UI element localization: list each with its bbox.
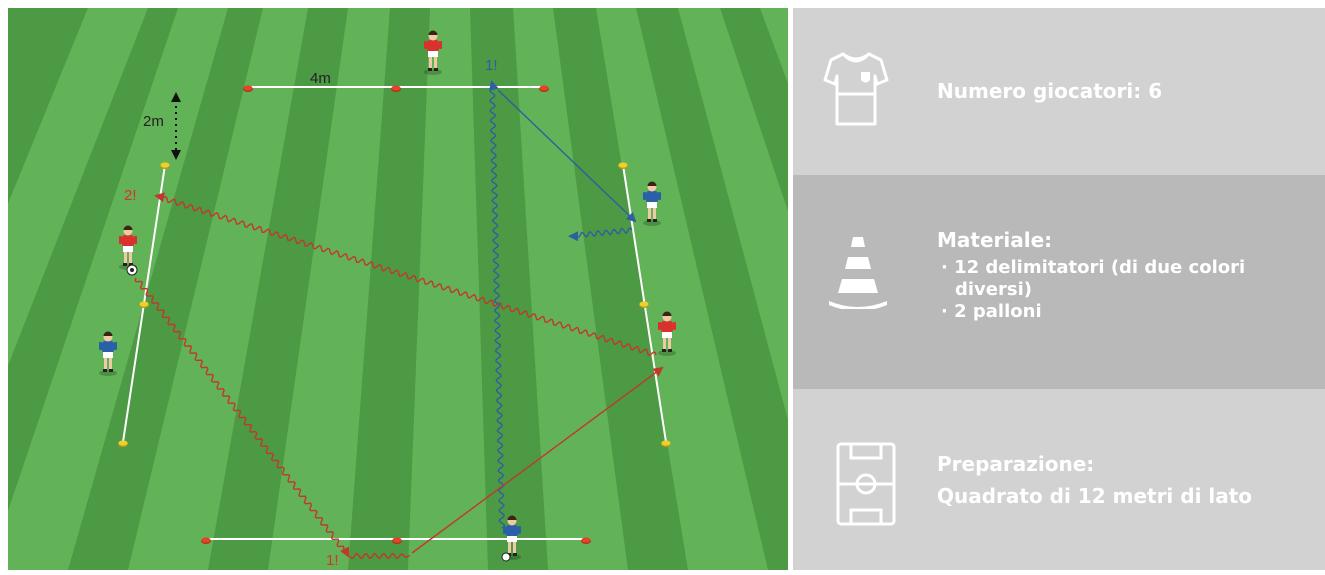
ball — [501, 552, 511, 562]
pass-arrow-red — [411, 366, 664, 554]
players-count: Numero giocatori: 6 — [937, 79, 1163, 103]
jersey-icon — [823, 52, 889, 126]
cone — [392, 537, 402, 544]
players-panel: Numero giocatori: 6 — [793, 8, 1325, 175]
setup-text: Preparazione: Quadrato di 12 metri di la… — [937, 451, 1252, 509]
cone — [160, 162, 170, 169]
pitch-diagram: 4m 2m 1! 2! 1! — [8, 8, 788, 570]
cone — [618, 162, 628, 169]
ball — [126, 264, 138, 276]
cone — [539, 85, 549, 92]
pass-label-bottom: 1! — [326, 552, 339, 569]
cone — [118, 440, 128, 447]
cone — [581, 537, 591, 544]
setup-description: Quadrato di 12 metri di lato — [937, 484, 1253, 508]
grass-stripes — [8, 8, 788, 570]
material-item: diversi) — [955, 279, 1032, 300]
pass-label-left: 2! — [124, 187, 137, 204]
cone — [661, 440, 671, 447]
dribble-path-red — [134, 277, 350, 558]
cone — [139, 301, 149, 308]
dribble-path-red — [154, 192, 657, 356]
pass-label-top: 1! — [485, 57, 498, 74]
cone — [201, 537, 211, 544]
cone-icon — [829, 237, 887, 309]
field-icon — [836, 442, 896, 526]
setup-panel: Preparazione: Quadrato di 12 metri di la… — [793, 389, 1325, 570]
distance-label-4m: 4m — [310, 70, 331, 87]
cone — [243, 85, 253, 92]
material-title: Materiale: — [937, 228, 1053, 252]
distance-label-2m: 2m — [143, 113, 164, 130]
pass-arrow-blue — [497, 89, 637, 223]
material-item: · 12 delimitatori (di due colori — [941, 257, 1246, 278]
dribble-path-blue — [489, 80, 506, 529]
material-item: · 2 palloni — [941, 301, 1042, 322]
setup-title: Preparazione: — [937, 452, 1095, 476]
cone — [639, 301, 649, 308]
dribble-path-red — [349, 553, 411, 559]
cone — [391, 85, 401, 92]
dribble-path-blue — [568, 227, 633, 242]
material-text: Materiale: · 12 delimitatori (di due col… — [937, 227, 1307, 323]
material-panel: Materiale: · 12 delimitatori (di due col… — [793, 175, 1325, 389]
